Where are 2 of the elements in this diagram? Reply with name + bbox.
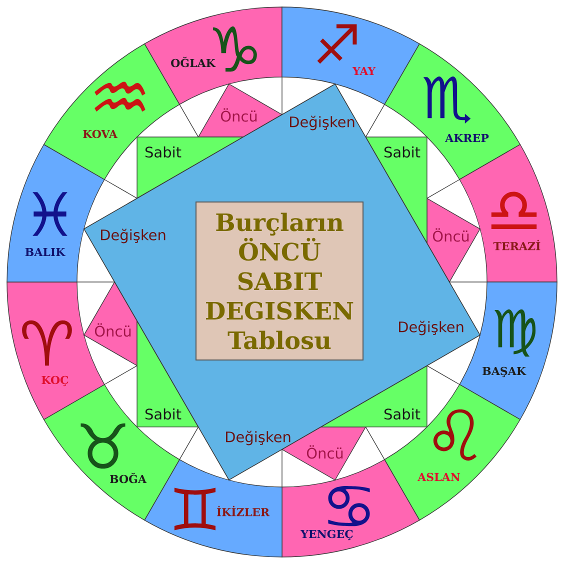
title-box: Burçların ÖNCÜ SABIT DEGISKEN Tablosu — [196, 202, 364, 360]
ring-segment: ♐ YAY — [282, 6, 420, 105]
